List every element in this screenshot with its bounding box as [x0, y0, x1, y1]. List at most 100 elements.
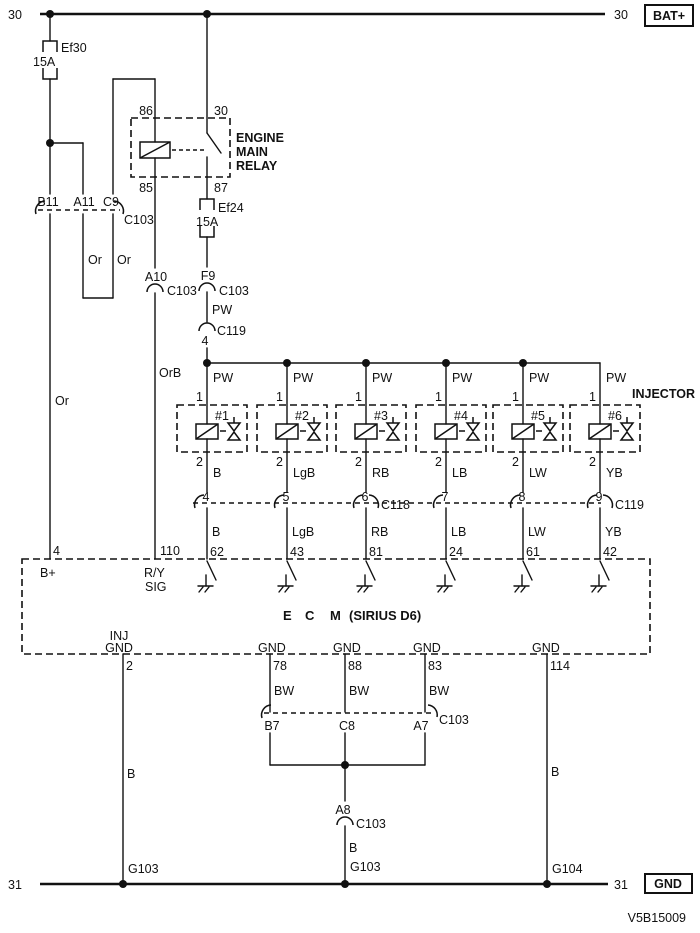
wire-color-lower: LgB — [292, 525, 314, 539]
injector-coil-diagonal — [195, 423, 219, 440]
wire-color-upper: YB — [606, 466, 623, 480]
ground-point-g104: G104 — [552, 862, 583, 876]
injector-pin-2: 2 — [196, 455, 203, 469]
connector-bracket-icon — [586, 494, 598, 509]
wire-color-bw: BW — [429, 684, 449, 698]
relay-switch-arm-icon — [206, 132, 222, 154]
ground-tick — [204, 586, 210, 593]
wire-color-upper: LgB — [293, 466, 315, 480]
connector-bracket-icon — [34, 200, 46, 215]
ecm-gnd-label: GND — [413, 641, 441, 655]
wire-color-lower: LW — [528, 525, 546, 539]
driver-switch-icon — [599, 560, 610, 581]
wire-color-or: Or — [55, 394, 69, 408]
ground-tick — [591, 586, 597, 593]
ground-point-g103-mid: G103 — [350, 860, 381, 874]
relay-name-line2: MAIN — [236, 145, 268, 159]
wire-color-lower: B — [212, 525, 220, 539]
connector-c119-name: C119 — [217, 324, 246, 338]
injector-valve-icon — [226, 422, 242, 433]
ground-point-g103-left: G103 — [128, 862, 159, 876]
injector-column-3: PW 1 #3 2 RB 6 RB 81 — [335, 359, 407, 593]
connector-bracket-icon — [427, 704, 438, 718]
injector-pin-1: 1 — [435, 390, 442, 404]
wire-color-b: B — [551, 765, 559, 779]
injector-coil-diagonal — [511, 423, 535, 440]
injector-id: #2 — [295, 409, 309, 423]
connector-bracket-icon — [193, 494, 205, 509]
injector-column-4: PW 1 #4 2 LB 7 LB 24 — [415, 359, 487, 593]
connector-pin-number: 4 — [203, 490, 210, 504]
ecm-pin-number: 24 — [449, 545, 463, 559]
connector-pin-number: 7 — [442, 490, 449, 504]
wire-color-pw: PW — [529, 371, 549, 385]
fuse-icon — [42, 68, 58, 80]
junction-dot — [543, 880, 551, 888]
injector-supply-bus: INJECTOR — [206, 362, 695, 401]
ecm-injgnd-label-1: INJ — [110, 629, 129, 643]
ground-tick — [278, 586, 284, 593]
injector-id: #5 — [531, 409, 545, 423]
injector-box — [335, 404, 407, 453]
wire-color-pw: PW — [213, 371, 233, 385]
wire-color-pw: PW — [452, 371, 472, 385]
connector-bracket-icon — [260, 704, 272, 719]
fuse-ef30-name: Ef30 — [61, 41, 87, 55]
wire-color-pw: PW — [606, 371, 626, 385]
injector-valve-icon — [542, 430, 558, 441]
ecm-bplus-label: B+ — [40, 566, 56, 580]
ecm-pin-number: 42 — [603, 545, 617, 559]
connector-a10: A10 C103 OrB — [145, 270, 197, 560]
injector-pin-1: 1 — [196, 390, 203, 404]
connector-c119-name: C119 — [615, 498, 644, 512]
ecm-gnd-label: GND — [258, 641, 286, 655]
ground-tick — [284, 586, 290, 593]
injector-valve-icon — [619, 430, 635, 441]
wire-color-pw: PW — [212, 303, 232, 317]
driver-switch-icon — [286, 560, 297, 581]
injector-coil-diagonal — [434, 423, 458, 440]
connector-bracket-icon — [602, 494, 614, 509]
document-id: V5B15009 — [628, 911, 686, 925]
injector-coil-diagonal — [588, 423, 612, 440]
engine-main-relay: 86 30 85 87 ENGINE MAIN RELAY — [130, 13, 284, 269]
wire-color-lower: LB — [451, 525, 466, 539]
connector-c103-name: C103 — [124, 213, 154, 227]
connector-cap-icon — [336, 816, 354, 826]
fuse-ef24-name: Ef24 — [218, 201, 244, 215]
injector-column-6: PW 1 #6 2 YB 9 YB 42 — [569, 362, 641, 593]
connector-pin-number: 6 — [362, 490, 369, 504]
injector-valve-icon — [306, 422, 322, 433]
connector-bracket-icon — [113, 200, 125, 215]
pin-f9: F9 — [201, 269, 216, 283]
injector-valve-icon — [542, 422, 558, 433]
connector-pin-number: 9 — [596, 490, 603, 504]
ecm-title-e: E — [283, 608, 292, 623]
power-rail-30: 30 30 BAT+ — [8, 4, 694, 27]
junction-dot — [119, 880, 127, 888]
fuse-ef24-branch: Ef24 15A — [196, 198, 244, 268]
connector-bracket-icon — [368, 494, 380, 509]
ground-tick — [437, 586, 443, 593]
injector-pin-1: 1 — [276, 390, 283, 404]
wire-color-orb: OrB — [159, 366, 181, 380]
ground-tick — [597, 586, 603, 593]
relay-name-line1: ENGINE — [236, 131, 284, 145]
ground-wiring: B BW BW BW B — [122, 653, 559, 885]
wire-color-lower: RB — [371, 525, 388, 539]
ground-tick — [198, 586, 204, 593]
injector-valve-icon — [465, 422, 481, 433]
rail-31-label-left: 31 — [8, 878, 22, 892]
injector-pin-2: 2 — [276, 455, 283, 469]
injector-id: #3 — [374, 409, 388, 423]
wire-color-or: Or — [88, 253, 102, 267]
fuse-icon — [199, 198, 215, 210]
connector-cap-icon — [198, 322, 216, 332]
wire-color-upper: RB — [372, 466, 389, 480]
connector-bracket-icon — [432, 494, 444, 509]
gnd-box-label: GND — [654, 877, 682, 891]
connector-c119-feed: C119 4 — [198, 322, 246, 364]
wire-color-pw: PW — [372, 371, 392, 385]
ground-tick — [520, 586, 526, 593]
